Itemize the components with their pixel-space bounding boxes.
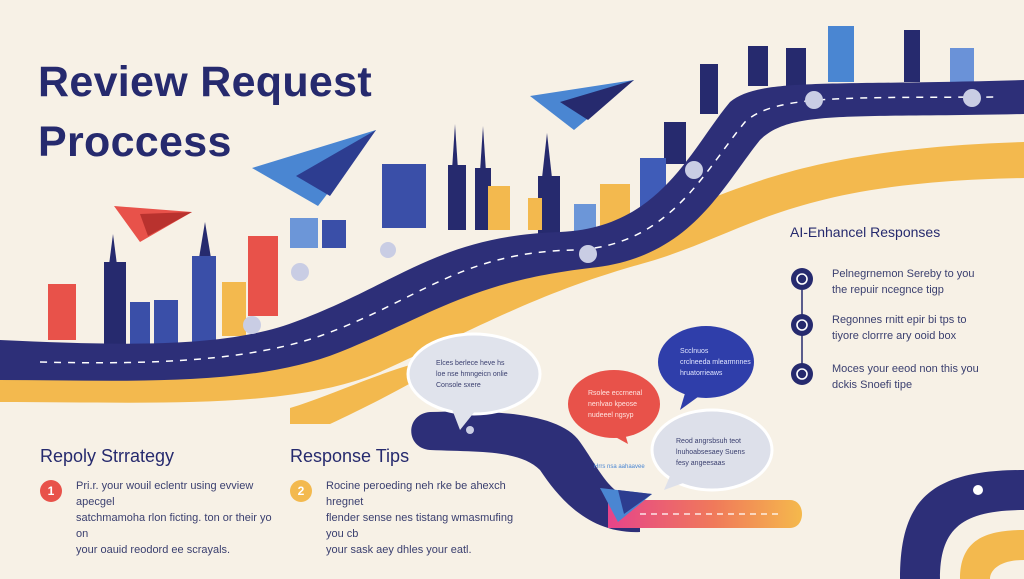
road-label: Hrrs nsa aahaavee [594,464,645,470]
bottom-right-dot [973,485,983,495]
lower-navy-road [411,411,640,533]
ai-list-item-text: Moces your eeod non this you dckis Snoef… [832,361,1012,393]
lower-road-dot [466,426,474,434]
skyline-middle [290,124,630,248]
bubble-gray-top-text: Elces berlece heve hs loe nse hmngeicn o… [436,360,508,389]
reply-strategy-line-3: your oauid reodord ee scrayals. [76,544,231,556]
skyline-right [640,26,974,222]
speech-bubble-red [568,370,660,444]
ai-list-item-text: Pelnegrnemon Sereby to you the repuir nc… [832,266,1012,298]
reply-strategy-line-2: satchmamoha rlon ficting. ton or their y… [76,512,272,540]
navy-road [0,80,1024,381]
speech-bubble-gray-right [650,408,774,492]
speech-bubble-gray-top [406,332,542,430]
ai-item-2-line-2: tiyore clorrre ary ooid box [832,330,957,342]
ai-item-3-line-2: dckis Snoefi tipe [832,379,913,391]
bottom-right-yellow-road [960,530,1024,579]
ai-list-item [791,363,813,385]
page-title: Review Request Proccess [38,52,438,172]
ai-item-3-line-1: Moces your eeod non this you [832,363,979,375]
bubble-blue-text: Scclnuos crclneeda mlearmnnes hruatorrie… [680,348,751,377]
reply-strategy-body: Pri.r. your wouil eclentr using evview a… [76,478,286,558]
check-circle-icon [791,314,813,336]
paper-plane-icon [600,488,652,522]
paper-plane-icon [114,206,192,242]
ai-item-1-line-2: the repuir ncegnce tigp [832,284,944,296]
response-tips-line-3: your sask aey dhles your eatl. [326,544,472,556]
check-circle-icon [791,363,813,385]
ai-list-item [791,268,813,290]
speech-bubble-blue [658,326,754,410]
response-tips-line-2: flender sense nes tistang wmasmufing you… [326,512,514,540]
title-line-2: Proccess [38,118,232,166]
ai-item-2-line-1: Regonnes rnitt epir bi tps to [832,314,967,326]
ai-list-item [791,314,813,336]
step-number-badge: 2 [290,480,312,502]
yellow-ribbon [290,362,430,424]
bubble-gray-right-text: Reod angrsbsuh teot lnuhoabsesaey Suens … [676,438,745,467]
check-circle-icon [791,268,813,290]
road-clouds [243,89,981,334]
ai-list-item-text: Regonnes rnitt epir bi tps to tiyore clo… [832,312,1012,344]
ai-responses-heading: AI-Enhancel Responses [790,224,941,240]
bubble-red-text: Rsolee eccrnenal nenlvao kpeose nudeeel … [588,390,643,419]
skyline-left [48,222,278,344]
response-tips-heading: Response Tips [290,446,410,466]
step-number-badge: 1 [40,480,62,502]
title-line-1: Review Request [38,58,372,106]
reply-strategy-line-1: Pri.r. your wouil eclentr using evview a… [76,480,254,508]
gradient-road [608,500,802,528]
paper-plane-icon [530,80,634,130]
response-tips-body: Rocine peroeding neh rke be ahexch hregn… [326,478,526,558]
response-tips-line-1: Rocine peroeding neh rke be ahexch hregn… [326,480,506,508]
ai-item-1-line-1: Pelnegrnemon Sereby to you [832,268,975,280]
paper-plane-icon [252,130,376,206]
reply-strategy-heading: Repoly Strrategy [40,446,175,466]
bottom-right-road [900,470,1024,579]
